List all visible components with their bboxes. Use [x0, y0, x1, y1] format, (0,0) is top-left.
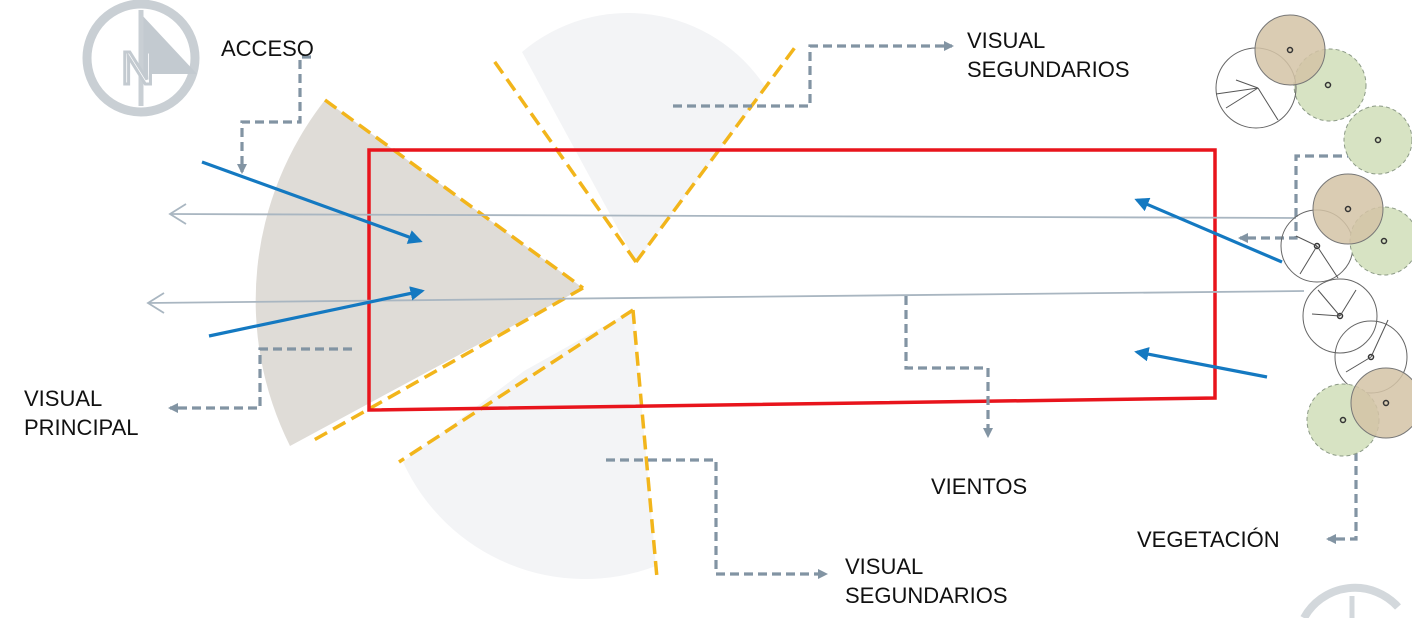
- sun-arrows: [201, 160, 1283, 379]
- label-line: VISUAL: [967, 28, 1046, 53]
- label-acceso: ACCESO: [221, 36, 314, 61]
- tree-icon: [1215, 14, 1367, 129]
- north-compass-icon: N: [82, 0, 200, 117]
- label-visual-secundarios-bottom: VISUAL SEGUNDARIOS: [845, 552, 1008, 610]
- label-visual-secundarios-top: VISUAL SEGUNDARIOS: [967, 26, 1130, 84]
- label-line: VISUAL: [24, 386, 103, 411]
- label-line: SEGUNDARIOS: [845, 583, 1008, 608]
- secondary-view-sector-top: [522, 12, 766, 262]
- label-vientos: VIENTOS: [931, 474, 1028, 499]
- site-outline: [367, 148, 1217, 412]
- label-visual-principal: VISUAL PRINCIPAL: [24, 384, 139, 442]
- wind-lines: [146, 203, 1305, 314]
- north-letter: N: [121, 42, 154, 94]
- secondary-view-sector-bottom: [403, 310, 656, 580]
- label-vegetacion: VEGETACIÓN: [1137, 527, 1280, 552]
- view-cone-edges: [313, 44, 798, 579]
- callout-leaders: [167, 40, 1358, 580]
- principal-view-sector: [255, 100, 583, 446]
- tree-icon: [1302, 278, 1412, 457]
- label-line: VISUAL: [845, 554, 924, 579]
- tree-icon: [1280, 105, 1412, 283]
- label-line: PRINCIPAL: [24, 415, 139, 440]
- north-compass-partial-icon: [1300, 583, 1401, 618]
- label-line: SEGUNDARIOS: [967, 57, 1130, 82]
